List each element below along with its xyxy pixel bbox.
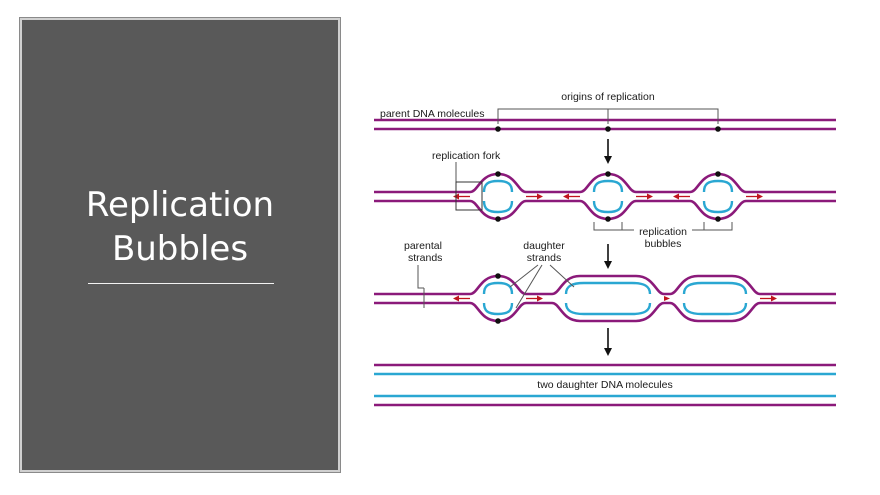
parental-strands-pointer — [417, 265, 425, 308]
replication-bubbles-bracket — [593, 222, 733, 231]
title-underline — [88, 283, 274, 284]
fork-arrows-row-3 — [453, 295, 777, 302]
slide-title-line2: Bubbles — [111, 229, 249, 269]
title-panel: Replication Bubbles — [20, 18, 340, 472]
replication-row-2 — [374, 171, 836, 222]
replication-bubbles-label-1: replication — [639, 226, 687, 238]
replication-row-3 — [374, 273, 836, 324]
replication-fork-label: replication fork — [432, 150, 501, 162]
parent-dna-label: parent DNA molecules — [380, 108, 484, 120]
daughter-dna-molecules — [374, 363, 836, 407]
parental-strands-label-2: strands — [408, 252, 442, 264]
fork-arrows-row-2 — [453, 193, 763, 200]
origin-dot — [495, 126, 501, 132]
origins-bracket — [497, 108, 719, 124]
origin-dot — [715, 126, 721, 132]
parent-dna-molecule — [374, 118, 836, 131]
origin-dot — [605, 126, 611, 132]
origins-label: origins of replication — [561, 91, 655, 103]
replication-bubbles-label-2: bubbles — [645, 238, 682, 250]
replication-diagram-svg: parent DNA molecules origins of replicat… — [374, 91, 836, 407]
daughter-strands-label-2: strands — [527, 252, 561, 264]
daughter-strands-pointer — [509, 264, 575, 309]
origin-dots — [495, 126, 721, 132]
daughter-molecules-label: two daughter DNA molecules — [537, 379, 672, 391]
daughter-strands-label-1: daughter — [523, 240, 565, 252]
replication-diagram: parent DNA molecules origins of replicat… — [370, 84, 840, 414]
slide-title-line1: Replication — [85, 185, 275, 225]
slide-title: Replication Bubbles — [22, 183, 338, 271]
parental-strands-label-1: parental — [404, 240, 442, 252]
replication-fork-box — [455, 181, 483, 211]
